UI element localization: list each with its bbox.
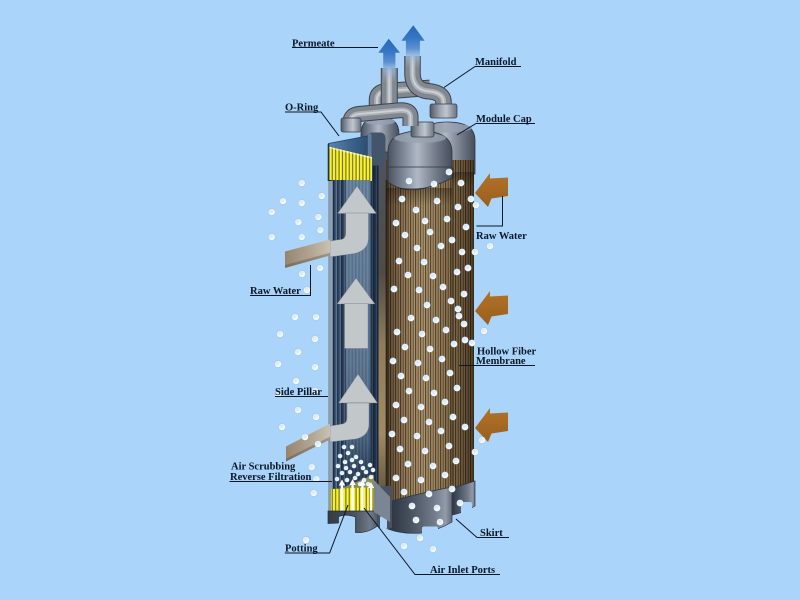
svg-text:Potting: Potting: [285, 544, 318, 555]
svg-text:Side Pillar: Side Pillar: [275, 387, 322, 398]
svg-text:Raw Water: Raw Water: [476, 231, 527, 242]
svg-text:O-Ring: O-Ring: [285, 103, 319, 114]
svg-text:Skirt: Skirt: [480, 528, 503, 539]
svg-text:Air Scrubbing: Air Scrubbing: [231, 462, 296, 473]
svg-text:Manifold: Manifold: [475, 57, 517, 68]
svg-text:Air Inlet Ports: Air Inlet Ports: [430, 565, 495, 576]
svg-text:Permeate: Permeate: [292, 39, 335, 50]
svg-text:Raw Water: Raw Water: [250, 286, 301, 297]
svg-text:Hollow Fiber: Hollow Fiber: [477, 347, 537, 358]
svg-text:Module Cap: Module Cap: [476, 114, 532, 125]
svg-text:Membrane: Membrane: [476, 356, 526, 367]
svg-text:Reverse Filtration: Reverse Filtration: [230, 472, 312, 483]
